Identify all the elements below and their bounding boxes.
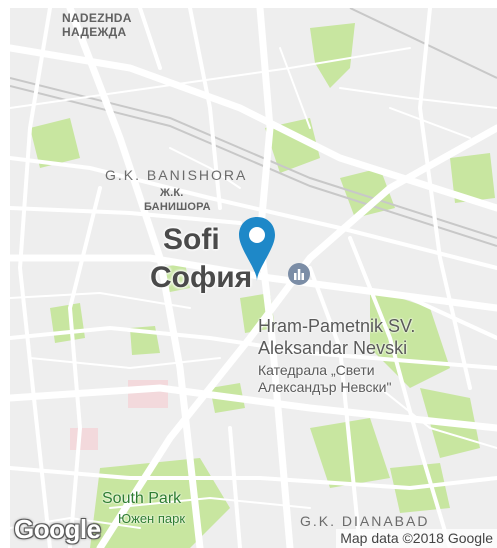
poi-label-line2[interactable]: Aleksandar Nevski (258, 338, 408, 358)
park-label-cyrillic: Южен парк (118, 511, 186, 526)
district-label-dianabad: G.K. DIANABAD (300, 513, 430, 529)
city-label-cyrillic: София (150, 261, 253, 294)
city-label-latin: Sofi (163, 223, 220, 256)
district-label-nadezhda-cyrillic: НАДЕЖДА (62, 25, 127, 39)
poi-label-cyr-line1[interactable]: Катедрала „Свети (258, 362, 375, 378)
poi-label-line1[interactable]: Hram-Pametnik SV. (258, 316, 416, 336)
map-pin-icon[interactable] (239, 217, 275, 281)
google-logo[interactable]: Google (14, 514, 101, 544)
church-icon[interactable] (287, 262, 311, 286)
district-label-banishora-cyr-1: Ж.К. (160, 187, 184, 199)
district-label-nadezhda: NADEZHDA (62, 11, 132, 25)
map-attribution[interactable]: Map data ©2018 Google (336, 529, 497, 548)
district-label-banishora-cyr-2: БАНИШОРА (144, 201, 211, 213)
map-base-layer (10, 8, 497, 548)
park-label-latin: South Park (102, 490, 182, 507)
poi-label-cyr-line2[interactable]: Александър Невски" (258, 379, 392, 395)
district-label-banishora: G.K. BANISHORA (105, 167, 248, 183)
map-canvas[interactable]: NADEZHDA НАДЕЖДА G.K. BANISHORA Ж.К. БАН… (10, 8, 497, 548)
